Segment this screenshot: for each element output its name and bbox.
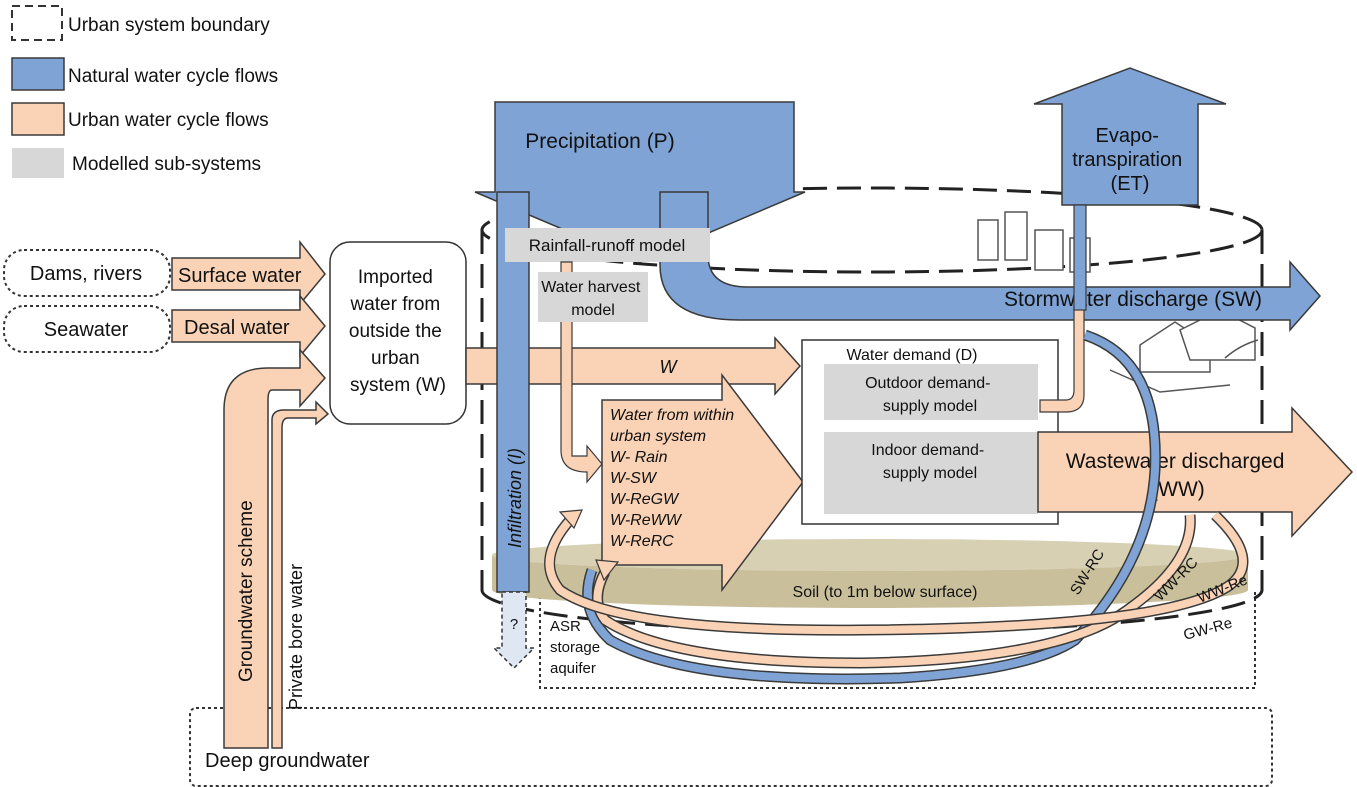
dams-rivers-box — [3, 249, 171, 297]
indoor-demand-model — [824, 432, 1038, 514]
soil-layer — [492, 555, 1248, 608]
desal-water-label: Desal water — [184, 317, 290, 339]
loop-arrowhead-1 — [558, 509, 583, 530]
legend-modelled-swatch — [12, 148, 64, 178]
aquifer-boundary — [539, 590, 1256, 689]
desal-water-arrow — [171, 293, 326, 359]
legend-boundary-label: Urban system boundary — [68, 15, 270, 36]
loop-arrowhead-2 — [595, 559, 620, 582]
water-harvest-model — [538, 272, 648, 322]
within-system-arrow — [601, 372, 804, 593]
stormwater-label: Stormwater discharge (SW) — [1004, 288, 1262, 311]
soil-label: Soil (to 1m below surface) — [793, 584, 978, 601]
imported-water-label: Imported water from outside the urban sy… — [349, 267, 447, 396]
et-stem — [1073, 204, 1087, 311]
private-bore-label: Private bore water — [286, 564, 306, 710]
water-demand-title: Water demand (D) — [847, 347, 978, 364]
precipitation-arrow — [474, 101, 806, 263]
seawater-label: Seawater — [44, 319, 129, 341]
seawater-box — [3, 305, 171, 353]
precipitation-label: Precipitation (P) — [525, 130, 674, 153]
imported-water-box — [329, 241, 467, 425]
w-flow-label: W — [660, 357, 679, 377]
rainfall-runoff-model — [505, 228, 710, 262]
wastewater-label: Wastewater discharged (WW) — [1066, 450, 1291, 501]
within-system-label: Water from within urban system W- Rain W… — [610, 407, 739, 550]
legend-urban-label: Urban water cycle flows — [68, 110, 269, 131]
legend-urban-swatch — [11, 102, 65, 136]
surface-water-arrow — [171, 239, 326, 307]
legend-boundary-swatch — [11, 5, 63, 41]
wastewater-arrow — [1037, 406, 1354, 538]
rainfall-runoff-label: Rainfall-runoff model — [529, 236, 686, 255]
evapotranspiration-label: Evapo- transpiration (ET) — [1072, 125, 1188, 195]
asr-arrow — [492, 591, 536, 670]
legend-natural-swatch — [11, 57, 65, 91]
water-harvest-label: Water harvest model — [541, 279, 644, 319]
dams-rivers-label: Dams, rivers — [30, 263, 142, 285]
asr-label: ASR storage aquifer — [550, 618, 604, 677]
stormwater-runoff-curve — [659, 191, 1322, 332]
asr-question: ? — [510, 616, 518, 633]
gw-re-label: GW-Re — [1182, 615, 1234, 644]
private-bore-arrow — [271, 400, 330, 749]
ww-rc-loop-fill — [593, 514, 1195, 668]
legend-modelled-label: Modelled sub-systems — [72, 154, 261, 175]
legend-natural-label: Natural water cycle flows — [68, 66, 278, 87]
evapotranspiration-arrow — [1033, 67, 1227, 206]
groundwater-scheme-label: Groundwater scheme — [236, 500, 257, 682]
sw-rc-loop-fill — [583, 331, 1160, 683]
groundwater-scheme-arrow — [223, 348, 327, 749]
outdoor-demand-label: Outdoor demand- supply model — [865, 375, 995, 415]
infiltration-label: Infiltration (I) — [505, 448, 525, 548]
indoor-demand-label: Indoor demand- supply model — [871, 442, 988, 482]
deep-groundwater-label: Deep groundwater — [205, 750, 370, 772]
ww-re-loop-fill — [545, 512, 1247, 635]
legend: Urban system boundary Natural water cycl… — [11, 5, 278, 178]
deep-groundwater-box — [189, 707, 1273, 787]
outdoor-demand-model — [824, 364, 1038, 420]
surface-water-label: Surface water — [178, 265, 302, 287]
